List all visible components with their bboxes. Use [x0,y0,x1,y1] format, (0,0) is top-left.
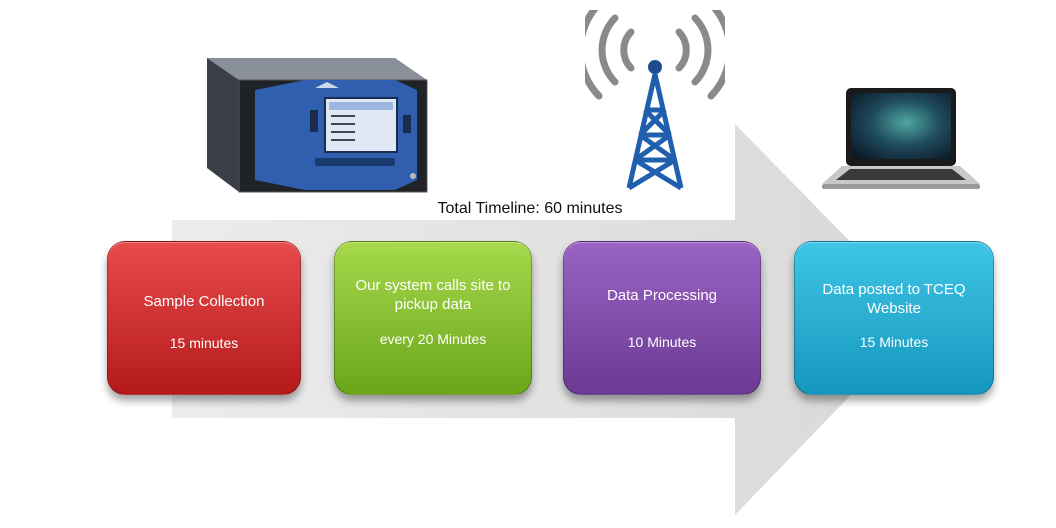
step-sample-collection: Sample Collection 15 minutes [107,241,301,395]
step-title: Our system calls site to pickup data [355,277,511,313]
step-detail: 15 minutes [169,335,239,351]
step-data-posted: Data posted to TCEQ Website 15 Minutes [794,241,994,395]
laptop-icon [822,88,980,189]
timeline-label: Total Timeline: 60 minutes [437,200,623,217]
step-title: Data posted to TCEQ Website [822,281,966,317]
step-system-calls: Our system calls site to pickup data eve… [334,241,532,395]
step-title: Data Processing [606,287,718,304]
step-detail: 15 Minutes [859,334,929,350]
radio-tower-icon [585,10,725,191]
step-title: Sample Collection [143,293,265,310]
step-data-processing: Data Processing 10 Minutes [563,241,761,395]
step-detail: every 20 Minutes [379,331,487,347]
analyzer-instrument-icon [207,58,428,193]
step-detail: 10 Minutes [627,334,697,350]
